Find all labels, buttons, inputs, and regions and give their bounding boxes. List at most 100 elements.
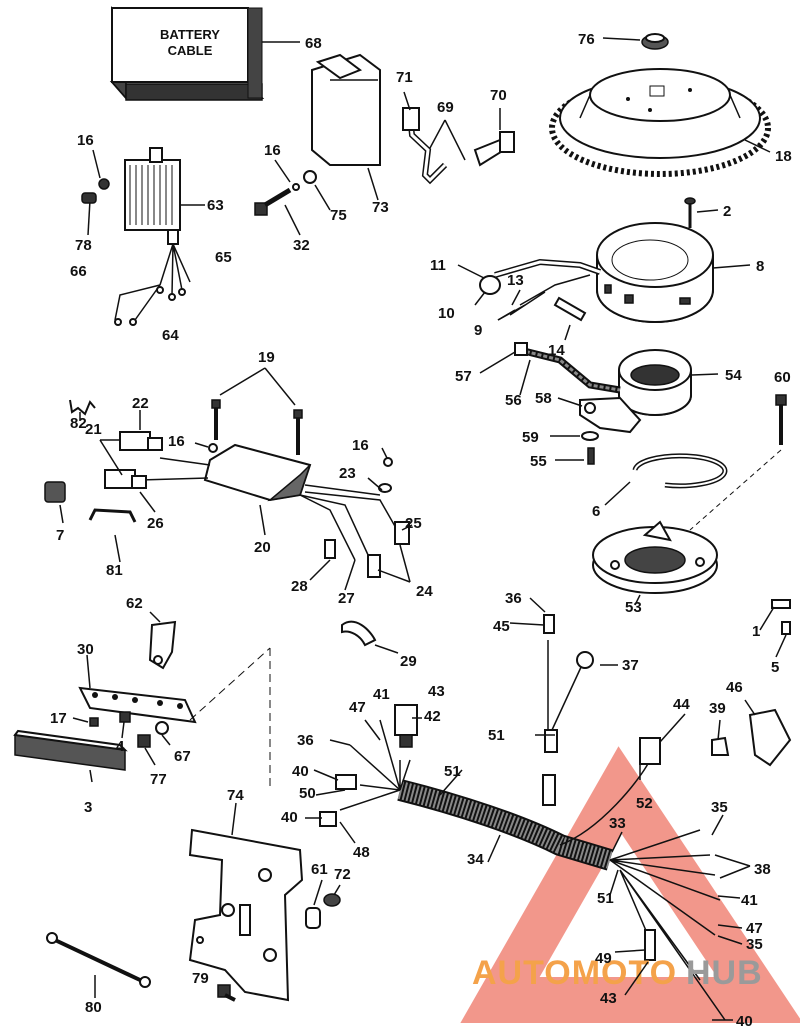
callout-numbers: 68 76 18 16 63 78 66 65 64 16 75 32 73 7…	[50, 31, 792, 1030]
rectifier-73-part	[311, 53, 381, 201]
callout-80: 80	[85, 999, 102, 1016]
callout-41: 41	[741, 892, 758, 909]
callout-30: 30	[77, 641, 94, 658]
power-pack-part	[99, 367, 413, 591]
callout-6: 6	[592, 503, 600, 520]
callout-16: 16	[264, 142, 281, 159]
callout-1: 1	[752, 623, 760, 640]
callout-16: 16	[77, 132, 94, 149]
callout-40: 40	[281, 809, 298, 826]
misc-small-parts	[44, 399, 399, 654]
callout-68: 68	[305, 35, 322, 52]
watermark-prefix: AUTOMOTO	[472, 954, 677, 992]
callout-22: 22	[132, 395, 149, 412]
trigger-coil-part	[479, 342, 719, 465]
mounting-bracket-part	[46, 802, 341, 1002]
callout-7: 7	[56, 527, 64, 544]
screw-32-part	[254, 159, 331, 236]
callout-79: 79	[192, 970, 209, 987]
callout-60: 60	[774, 369, 791, 386]
callout-77: 77	[150, 771, 167, 788]
callout-75: 75	[330, 207, 347, 224]
watermark-text: AUTOMOTO HUB	[472, 954, 763, 992]
watermark-triangle	[460, 746, 800, 1023]
callout-78: 78	[75, 237, 92, 254]
callout-69: 69	[437, 99, 454, 116]
callout-44: 44	[673, 696, 690, 713]
callout-65: 65	[215, 249, 232, 266]
callout-5: 5	[771, 659, 779, 676]
callout-43: 43	[428, 683, 445, 700]
callout-32: 32	[293, 237, 310, 254]
callout-49: 49	[595, 950, 612, 967]
callout-46: 46	[726, 679, 743, 696]
callout-8: 8	[756, 258, 764, 275]
callout-67: 67	[174, 748, 191, 765]
callout-17: 17	[50, 710, 67, 727]
watermark-triangle-outer	[460, 746, 800, 1023]
battery-label-line2: CABLE	[168, 43, 213, 58]
callout-36: 36	[505, 590, 522, 607]
callout-59: 59	[522, 429, 539, 446]
callout-41: 41	[373, 686, 390, 703]
callout-40: 40	[736, 1013, 753, 1030]
callout-27: 27	[338, 590, 355, 607]
callout-23: 23	[339, 465, 356, 482]
callout-24: 24	[416, 583, 433, 600]
callout-11: 11	[430, 257, 446, 274]
callout-35: 35	[746, 936, 763, 953]
callout-3: 3	[84, 799, 92, 816]
callout-54: 54	[725, 367, 742, 384]
callout-9: 9	[474, 322, 482, 339]
callout-47: 47	[349, 699, 366, 716]
callout-51: 51	[444, 763, 461, 780]
callout-45: 45	[493, 618, 510, 635]
callout-72: 72	[334, 866, 351, 883]
callout-43: 43	[600, 990, 617, 1007]
callout-71: 71	[396, 69, 413, 86]
callout-20: 20	[254, 539, 271, 556]
callout-73: 73	[372, 199, 389, 216]
callout-62: 62	[126, 595, 143, 612]
retaining-ring-part	[604, 453, 728, 506]
callout-36: 36	[297, 732, 314, 749]
callout-2: 2	[723, 203, 731, 220]
callout-66: 66	[70, 263, 87, 280]
flywheel-nut-part	[602, 33, 669, 50]
screw-2-part	[684, 197, 719, 228]
callout-61: 61	[311, 861, 328, 878]
voltage-regulator-part	[87, 147, 205, 326]
callout-51: 51	[488, 727, 505, 744]
watermark-suffix: HUB	[686, 954, 763, 992]
callout-39: 39	[709, 700, 726, 717]
callout-64: 64	[162, 327, 179, 344]
callout-21: 21	[85, 421, 102, 438]
callout-35: 35	[711, 799, 728, 816]
callout-16: 16	[168, 433, 185, 450]
wiring-harness-part	[319, 599, 792, 1021]
callout-82: 82	[70, 415, 87, 432]
callout-76: 76	[578, 31, 595, 48]
callout-57: 57	[455, 368, 472, 385]
battery-label-line1: BATTERY	[160, 27, 220, 42]
callout-42: 42	[424, 708, 441, 725]
callout-55: 55	[530, 453, 547, 470]
callout-63: 63	[207, 197, 224, 214]
callout-50: 50	[299, 785, 316, 802]
callout-26: 26	[147, 515, 164, 532]
callout-52: 52	[636, 795, 653, 812]
terminal-block-part	[13, 611, 271, 790]
callout-81: 81	[106, 562, 123, 579]
callout-19: 19	[258, 349, 275, 366]
callout-29: 29	[400, 653, 417, 670]
callout-74: 74	[227, 787, 244, 804]
bolt-60-part	[689, 394, 787, 531]
callout-13: 13	[507, 272, 524, 289]
callout-40: 40	[292, 763, 309, 780]
callout-14: 14	[548, 342, 565, 359]
callout-37: 37	[622, 657, 639, 674]
spark-plug-leads-part	[402, 91, 515, 185]
stator-leads-part	[457, 258, 601, 341]
armature-plate-part	[592, 520, 718, 606]
